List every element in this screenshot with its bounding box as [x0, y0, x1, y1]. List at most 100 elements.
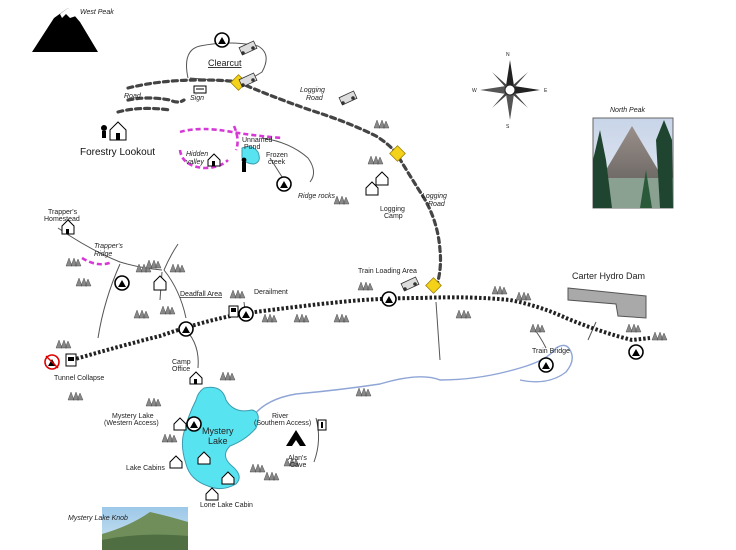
compass-s-label: S [506, 124, 510, 130]
tree-cluster-icon [249, 463, 266, 473]
mystery-lake-western-label-1: Mystery Lake [112, 413, 154, 420]
logging-camp-icon [365, 171, 389, 196]
tree-cluster-icon [625, 323, 642, 333]
tree-cluster-icon [145, 259, 162, 269]
unnamed-pond-label-1: Unnamed [242, 137, 272, 144]
hazard-icon [389, 145, 406, 162]
tree-cluster-icon [67, 391, 84, 401]
deadfall-icon [114, 275, 130, 291]
tree-cluster-icon [159, 305, 176, 315]
tree-cluster-icon [373, 119, 390, 129]
logging-truck-icon [238, 40, 258, 56]
camp-office-icon [189, 371, 203, 385]
carter-hydro-dam-label: Carter Hydro Dam [572, 271, 645, 281]
mystery-lake-label-1: Mystery [202, 426, 234, 436]
logging-road-top-label-2: Road [306, 95, 324, 102]
lake-cabin-west-icon [173, 417, 187, 431]
logging-truck-icon [238, 72, 258, 88]
carter-hydro-dam [567, 287, 647, 319]
lake-cabin-icon [197, 451, 211, 465]
frozen-creek-label-2: creek [268, 159, 286, 166]
lone-lake-cabin-label: Lone Lake Cabin [200, 502, 253, 509]
west-peak-mountain [32, 8, 98, 52]
logging-road-top-label-1: Logging [300, 87, 325, 94]
unnamed-pond-label-2: Pond [244, 144, 260, 151]
tree-cluster-icon [355, 387, 372, 397]
derailment-train-icon [228, 305, 239, 318]
tree-cluster-icon [169, 263, 186, 273]
compass-e-label: E [544, 88, 548, 94]
compass-n-label: N [506, 52, 510, 58]
derailment-icon [238, 306, 254, 322]
derailment-label: Derailment [254, 289, 288, 296]
tunnel-collapse-label: Tunnel Collapse [54, 375, 104, 382]
foot-trails [57, 42, 597, 463]
river-southern-label-2: (Southern Access) [254, 420, 311, 427]
hidden-valley-label-2: valley [186, 159, 204, 166]
ridge-rocks-icon [276, 176, 292, 192]
logging-truck-icon [338, 90, 358, 106]
mystery-lake-western-label-2: (Western Access) [104, 420, 159, 427]
hidden-valley-label-1: Hidden [186, 151, 208, 158]
tree-cluster-icon [333, 313, 350, 323]
railway [71, 295, 651, 362]
tree-cluster-icon [135, 263, 152, 273]
tree-cluster-icon [161, 433, 178, 443]
homestead-house-icon [61, 219, 75, 235]
tree-cluster-icon [75, 277, 92, 287]
west-peak-label: West Peak [80, 9, 114, 16]
logging-road-right-label-1: Logging [422, 193, 447, 200]
logging-truck-icon [400, 276, 420, 292]
buildings [61, 85, 389, 501]
lake-cabin-icon [221, 471, 235, 485]
hidden-valley-cabin-icon [207, 153, 221, 167]
train-bridge-label: Train Bridge [532, 348, 570, 355]
compass-w-label: W [472, 88, 477, 94]
point-markers [44, 32, 644, 432]
train-loading-icon [381, 291, 397, 307]
tree-cluster-icon [133, 309, 150, 319]
tree-cluster-icon [55, 339, 72, 349]
tree-cluster-icon [293, 313, 310, 323]
logging-camp-label-2: Camp [384, 213, 403, 220]
lookout-house-icon [109, 121, 127, 141]
hazard-icon [425, 277, 442, 294]
tree-cluster-icon [367, 155, 384, 165]
river-southern-label-1: River [272, 413, 289, 420]
tree-cluster-icon [529, 323, 546, 333]
mystery-lake-knob-photo [102, 507, 188, 550]
hiking-trails-pink [81, 125, 283, 266]
tree-cluster-icon [283, 457, 300, 467]
clearcut-label: Clearcut [208, 58, 242, 68]
tree-cluster-icon [65, 257, 82, 267]
north-peak-label: North Peak [610, 107, 646, 114]
logging-roads [116, 78, 443, 290]
deadfall-area-label: Deadfall Area [180, 291, 222, 298]
north-peak-photo [592, 117, 674, 209]
mystery-lake-knob-label: Mystery Lake Knob [68, 515, 128, 522]
compass-rose [480, 60, 540, 120]
logging-site-icon [214, 32, 230, 48]
tree-cluster-icon [333, 195, 350, 205]
tree-cluster-icon [357, 281, 374, 291]
camp-junction-icon [178, 321, 194, 337]
pond-person-icon [241, 157, 247, 172]
tunnel-train-icon [65, 353, 77, 367]
signpost-icon [193, 85, 207, 94]
tunnel-collapse-icon [44, 354, 60, 370]
tree-cluster-icon [229, 289, 246, 299]
lake-cabins-label: Lake Cabins [126, 465, 165, 472]
hazard-markers [230, 74, 442, 294]
tree-cluster-icon [145, 397, 162, 407]
trappers-ridge-label-2: Ridge [94, 251, 112, 258]
river-access-icon [317, 419, 327, 431]
tree-cluster-icon [491, 285, 508, 295]
frozen-creek-label-1: Frozen [266, 152, 288, 159]
logging-road-right-label-2: Road [428, 201, 446, 208]
tree-cluster-icon [263, 471, 280, 481]
tree-cluster-icon [515, 291, 532, 301]
trappers-homestead-label-2: Homestead [44, 216, 80, 223]
alans-cave-label-2: Cave [290, 462, 306, 469]
